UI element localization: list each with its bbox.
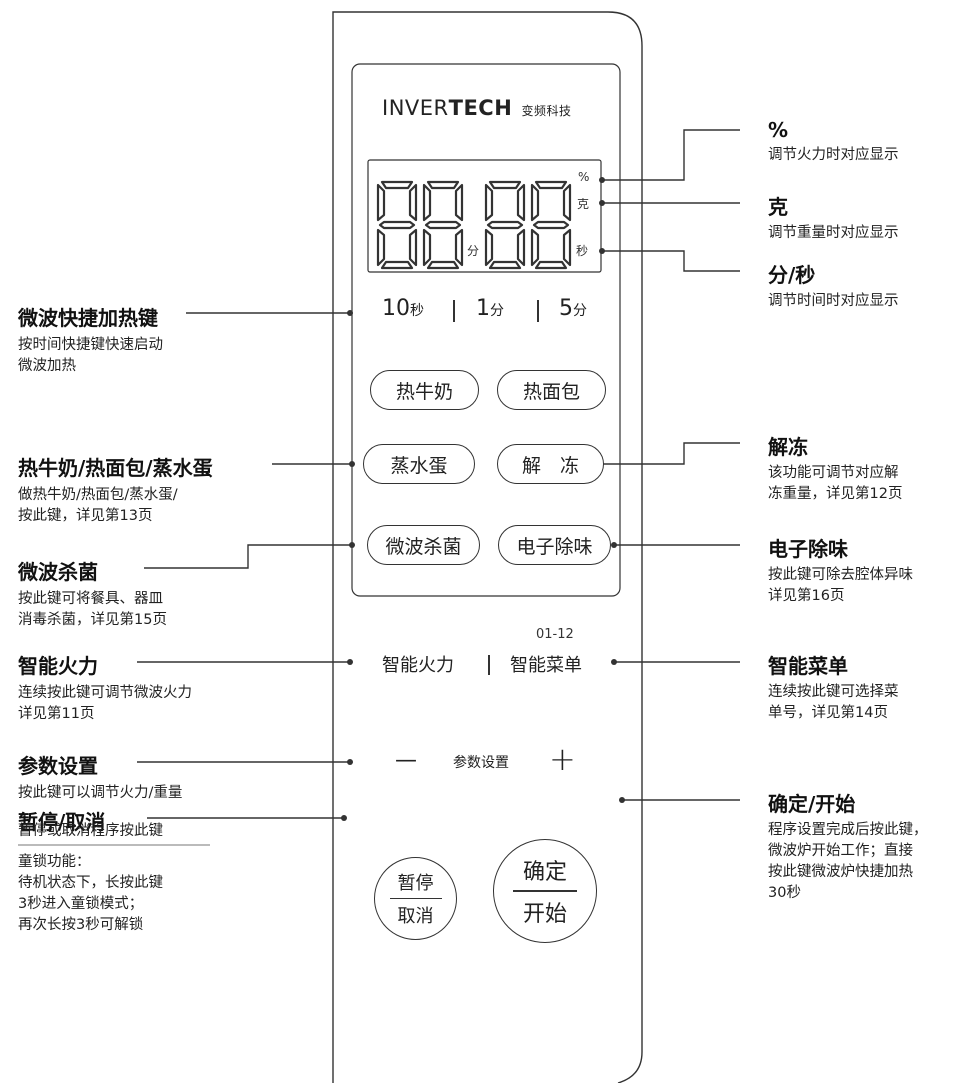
quick-key-5min-num: 5 <box>559 296 573 321</box>
callout-desc: 微波加热 <box>18 358 76 374</box>
callout-title: 分/秒 <box>768 263 816 287</box>
callout-param: 参数设置 按此键可以调节火力/重量 <box>18 750 182 804</box>
sterilize-button[interactable]: 微波杀菌 <box>367 525 480 565</box>
quick-key-5min-unit: 分 <box>573 303 587 319</box>
callout-desc: 调节重量时对应显示 <box>768 225 899 241</box>
quick-key-10s-num: 10 <box>382 296 410 321</box>
callout-confirm: 确定/开始 程序设置完成后按此键， 微波炉开始工作；直接 按此键微波炉快捷加热 … <box>768 788 928 904</box>
callout-title: 解冻 <box>768 435 808 459</box>
callout-title: 暂停/取消 <box>18 810 106 834</box>
callout-sterilize: 微波杀菌 按此键可将餐具、器皿 消毒杀菌，详见第15页 <box>18 556 167 631</box>
callout-desc: 按此键，详见第13页 <box>18 508 153 524</box>
lcd-unit-minute: 分 <box>467 244 480 258</box>
callout-title: 电子除味 <box>768 537 848 561</box>
param-minus-button[interactable]: — <box>395 748 417 773</box>
cancel-label: 取消 <box>397 906 434 928</box>
brand-logo: INVERTECH 变频科技 <box>382 96 572 120</box>
callout-quick-heat: 微波快捷加热键 按时间快捷键快速启动 微波加热 <box>18 302 163 377</box>
callout-desc: 冻重量，详见第12页 <box>768 486 903 502</box>
start-label: 开始 <box>522 901 567 927</box>
callout-desc: 按此键可以调节火力/重量 <box>18 785 183 801</box>
hot-bread-button[interactable]: 热面包 <box>497 370 606 410</box>
callout-smart-menu: 智能菜单 连续按此键可选择菜 单号，详见第14页 <box>768 650 899 724</box>
callout-desc: 调节时间时对应显示 <box>768 293 899 309</box>
lcd-unit-second: 秒 <box>576 244 589 258</box>
lcd-display: 分 % 克 秒 <box>368 160 601 272</box>
callout-desc: 详见第11页 <box>18 706 95 722</box>
callout-presets: 热牛奶/热面包/蒸水蛋 做热牛奶/热面包/蒸水蛋/ 按此键，详见第13页 <box>18 452 213 527</box>
param-plus-button[interactable]: + <box>549 740 576 778</box>
confirm-start-button[interactable]: 确定 开始 <box>493 839 597 943</box>
callout-min-sec: 分/秒 调节时间时对应显示 <box>768 259 899 312</box>
smart-fire-button[interactable]: 智能火力 <box>382 655 454 676</box>
lcd-digits-graphic <box>376 180 572 270</box>
callout-desc: 暂停或取消程序按此键 <box>18 823 163 839</box>
quick-key-separator <box>453 300 455 322</box>
callout-defrost: 解冻 该功能可调节对应解 冻重量，详见第12页 <box>768 431 902 505</box>
quick-key-1min-num: 1 <box>476 296 490 321</box>
callout-title: 参数设置 <box>18 754 98 778</box>
smart-separator <box>488 655 490 675</box>
callout-desc: 程序设置完成后按此键， <box>768 822 928 838</box>
callout-pause: 暂停/取消 <box>18 806 105 835</box>
quick-key-1min-unit: 分 <box>490 303 504 319</box>
quick-key-10s[interactable]: 10秒 <box>382 296 424 321</box>
lcd-unit-percent: % <box>578 170 590 184</box>
param-label: 参数设置 <box>453 755 509 771</box>
defrost-button[interactable]: 解 冻 <box>497 444 604 484</box>
brand-latin-thin: INVER <box>382 96 449 120</box>
callout-title: % <box>768 118 789 142</box>
pause-cancel-button[interactable]: 暂停 取消 <box>374 857 457 940</box>
confirm-divider <box>513 890 577 892</box>
callout-gram: 克 调节重量时对应显示 <box>768 191 899 244</box>
quick-key-1min[interactable]: 1分 <box>476 296 504 321</box>
pause-label: 暂停 <box>397 872 434 894</box>
child-lock-line: 再次长按3秒可解锁 <box>18 917 144 933</box>
callout-title: 克 <box>768 195 788 219</box>
menu-range-label: 01-12 <box>536 627 574 642</box>
pause-divider <box>389 897 442 900</box>
callout-desc: 按时间快捷键快速启动 <box>18 337 163 353</box>
callout-desc: 做热牛奶/热面包/蒸水蛋/ <box>18 487 178 503</box>
callout-desc: 微波炉开始工作；直接 <box>768 843 913 859</box>
callout-desc: 连续按此键可调节微波火力 <box>18 685 192 701</box>
callout-desc: 按此键可将餐具、器皿 <box>18 591 163 607</box>
quick-key-5min[interactable]: 5分 <box>559 296 587 321</box>
brand-cn: 变频科技 <box>521 104 572 118</box>
callout-desc: 详见第16页 <box>768 588 845 604</box>
callout-desc: 该功能可调节对应解 <box>768 465 899 481</box>
child-lock-line: 3秒进入童锁模式； <box>18 896 144 912</box>
callout-desc: 调节火力时对应显示 <box>768 147 899 163</box>
callout-deodorize: 电子除味 按此键可除去腔体异味 详见第16页 <box>768 533 913 607</box>
steam-egg-button[interactable]: 蒸水蛋 <box>363 444 475 484</box>
callout-title: 微波快捷加热键 <box>18 306 158 330</box>
child-lock-line: 待机状态下，长按此键 <box>18 875 163 891</box>
callout-desc: 30秒 <box>768 885 801 901</box>
callout-smart-fire: 智能火力 连续按此键可调节微波火力 详见第11页 <box>18 650 192 725</box>
brand-latin-bold: TECH <box>448 96 513 120</box>
callout-title: 智能菜单 <box>768 654 848 678</box>
callout-title: 确定/开始 <box>768 792 856 816</box>
hot-milk-button[interactable]: 热牛奶 <box>370 370 479 410</box>
deodorize-button[interactable]: 电子除味 <box>498 525 611 565</box>
quick-key-separator <box>537 300 539 322</box>
lcd-unit-gram: 克 <box>577 197 590 211</box>
quick-key-10s-unit: 秒 <box>410 303 424 319</box>
child-lock-line: 童锁功能： <box>18 854 91 870</box>
callout-desc: 按此键微波炉快捷加热 <box>768 864 913 880</box>
callout-title: 智能火力 <box>18 654 98 678</box>
confirm-label: 确定 <box>522 860 567 886</box>
callout-desc: 消毒杀菌，详见第15页 <box>18 612 167 628</box>
callout-percent: % 调节火力时对应显示 <box>768 118 899 166</box>
callout-title: 热牛奶/热面包/蒸水蛋 <box>18 456 213 480</box>
callout-desc: 单号，详见第14页 <box>768 705 888 721</box>
smart-menu-button[interactable]: 智能菜单 <box>510 655 582 676</box>
callout-title: 微波杀菌 <box>18 560 98 584</box>
child-lock-note: 童锁功能： 待机状态下，长按此键 3秒进入童锁模式； 再次长按3秒可解锁 <box>18 852 163 936</box>
callout-desc: 按此键可除去腔体异味 <box>768 567 913 583</box>
callout-desc: 连续按此键可选择菜 <box>768 684 899 700</box>
